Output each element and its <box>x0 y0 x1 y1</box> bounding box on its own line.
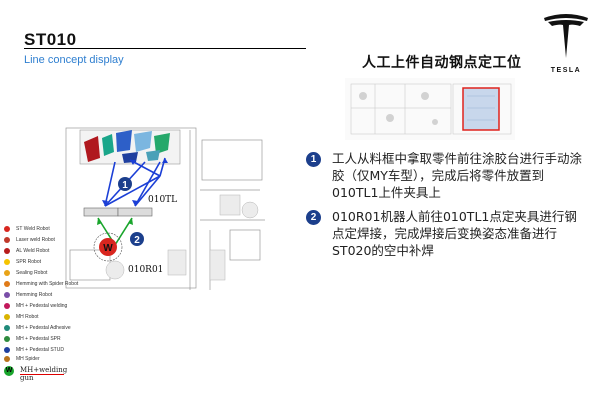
legend-item: Hemming with Spider Robot <box>4 278 78 289</box>
legend-item: MH + Pedestal welding <box>4 300 67 311</box>
callout-2: 2 <box>130 232 144 246</box>
legend-dot-icon <box>4 258 10 265</box>
slide-title: ST010 <box>24 30 77 49</box>
legend-dot-icon <box>4 324 10 331</box>
legend-item-weld-gun: W MH+welding gun <box>4 366 68 382</box>
legend-item: MH + Pedestal SPR <box>4 333 61 344</box>
legend-dot-icon <box>4 302 10 309</box>
equipment-shapes <box>105 194 259 281</box>
step-2-badge: 2 <box>306 210 321 225</box>
highlighted-station-box <box>462 87 500 131</box>
legend-dot-icon <box>4 313 10 320</box>
fixture-010tl <box>83 207 153 217</box>
step-1-text: 工人从料框中拿取零件前往涂胶台进行手动涂胶（仅MY车型），完成后将零件放置到01… <box>332 151 583 200</box>
legend-dot-icon <box>4 355 10 362</box>
legend-item: MH + Pedestal Adhesive <box>4 322 71 333</box>
station-title: 人工上件自动钢点定工位 <box>362 55 522 71</box>
legend-item: ST Weld Robot <box>4 223 50 234</box>
legend-dot-icon <box>4 291 10 298</box>
blue-arrowheads <box>102 158 168 206</box>
parts-rack <box>79 129 181 165</box>
legend-item: MH Spider <box>4 353 40 364</box>
floor-outline <box>65 127 265 290</box>
tesla-logo: TESLA <box>544 14 588 74</box>
tesla-t-logo-icon <box>544 14 588 58</box>
title-divider <box>24 48 306 49</box>
step-2: 2 010R01机器人前往010TL1点定夹具进行钢点定焊接，完成焊接后变换姿态… <box>306 208 586 260</box>
legend-dot-icon <box>4 280 10 287</box>
svg-text:1: 1 <box>122 180 128 191</box>
legend-item: Hemming Robot <box>4 289 52 300</box>
layout-thumbnail <box>345 78 515 140</box>
step-1-badge: 1 <box>306 152 321 167</box>
legend-dot-icon <box>4 335 10 342</box>
green-arrowheads <box>97 218 133 225</box>
legend-dot-icon <box>4 236 10 243</box>
robot-legend: ST Weld Robot Laser weld Robot AL Weld R… <box>4 223 134 395</box>
slide-subtitle: Line concept display <box>24 54 124 66</box>
robot-010r01: W <box>93 232 123 262</box>
legend-dot-icon <box>4 225 10 232</box>
legend-item: SPR Robot <box>4 256 41 267</box>
legend-item: AL Weld Robot <box>4 245 49 256</box>
step-1: 1 工人从料框中拿取零件前往涂胶台进行手动涂胶（仅MY车型），完成后将零件放置到… <box>306 150 586 200</box>
callout-1: 1 <box>118 177 132 191</box>
legend-dot-icon <box>4 346 10 353</box>
svg-text:2: 2 <box>134 235 140 246</box>
red-underline <box>20 374 64 375</box>
legend-item: MH Robot <box>4 311 39 322</box>
step-2-text: 010R01机器人前往010TL1点定夹具进行钢点定焊接，完成焊接后变换姿态准备… <box>332 209 577 258</box>
legend-item: MH + Pedestal STUD <box>4 344 64 355</box>
label-010r01: 010R01 <box>128 265 163 275</box>
legend-dot-icon <box>4 269 10 276</box>
robot-marker-letter: W <box>103 243 113 254</box>
legend-item: Laser weld Robot <box>4 234 55 245</box>
tesla-wordmark: TESLA <box>551 67 581 74</box>
legend-item: Sealing Robot <box>4 267 47 278</box>
legend-dot-icon <box>4 247 10 254</box>
line-layout-diagram: W 1 2 010TL 010R01 <box>65 127 265 290</box>
weld-gun-marker-icon: W <box>4 366 14 376</box>
label-010tl: 010TL <box>148 195 177 205</box>
